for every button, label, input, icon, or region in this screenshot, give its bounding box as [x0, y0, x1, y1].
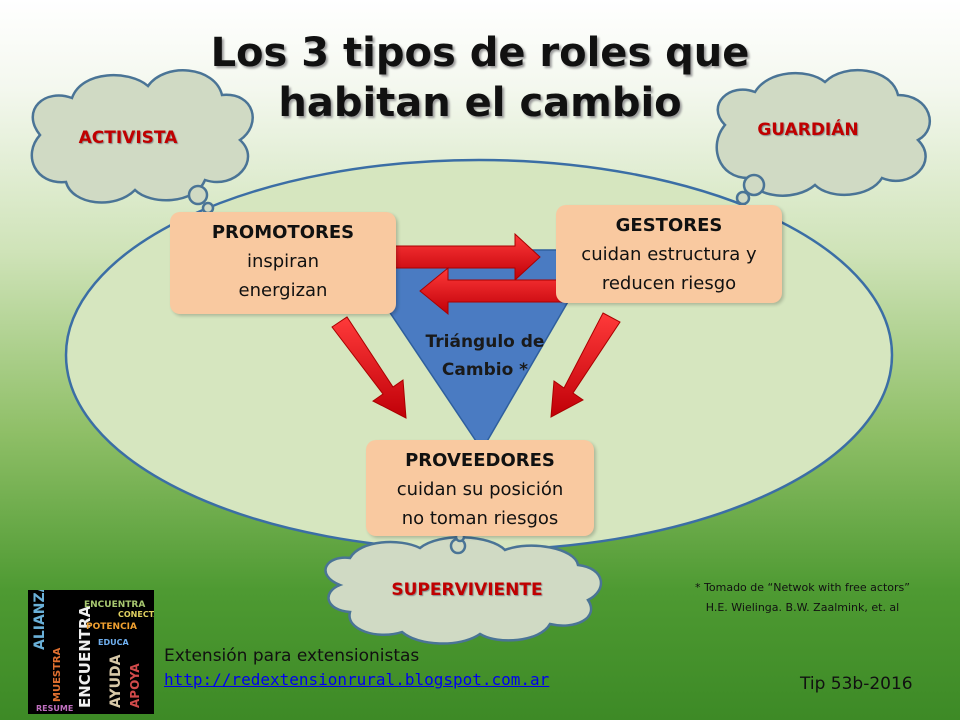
cloud-guardian [715, 69, 931, 206]
arrow-gestores-to-promotores [419, 266, 567, 316]
triangle-label: Triángulo de Cambio * [400, 328, 570, 384]
cloud-label-superviviente: SUPERVIVIENTE [391, 580, 543, 600]
logo-word: MUESTRA [52, 647, 63, 702]
triangle-label-line-2: Cambio * [441, 360, 529, 380]
cloud-label-activista: ACTIVISTA [78, 128, 178, 148]
source-note: * Tomado de “Netwok with free actors” H.… [660, 578, 945, 618]
gestores-line-2: reducen riesgo [601, 273, 737, 294]
arrow-promotores-to-gestores [393, 232, 541, 282]
triangle-label-line-1: Triángulo de [425, 332, 545, 352]
logo-word: EDUCA [98, 638, 129, 647]
proveedores-heading: PROVEEDORES [405, 450, 555, 471]
box-proveedores: PROVEEDORES cuidan su posición no toman … [366, 440, 594, 536]
arrow-gestores-to-proveedores [550, 312, 621, 418]
logo-word: AYUDA [108, 654, 124, 708]
source-line-1: * Tomado de “Netwok with free actors” [695, 581, 910, 594]
promotores-line-1: inspiran [246, 251, 320, 272]
logo-word: CONECTA [118, 610, 154, 619]
footer-label: Extensión para extensionistas [164, 646, 420, 666]
gestores-heading: GESTORES [615, 215, 723, 236]
logo-word: POTENCIA [86, 622, 137, 632]
title-line-1: Los 3 tipos de roles que [210, 30, 750, 76]
slide-title: Los 3 tipos de roles que habitan el camb… [180, 28, 780, 128]
logo-word: APOYA [128, 663, 142, 708]
proveedores-line-1: cuidan su posición [396, 479, 564, 500]
logo-word: RESUME [36, 704, 74, 713]
word-cloud-logo: ALIANZA ENCUENTRA AYUDA POTENCIA APOYA M… [28, 590, 154, 714]
promotores-line-2: energizan [238, 280, 328, 301]
tip-number: Tip 53b-2016 [800, 674, 913, 694]
gestores-line-1: cuidan estructura y [581, 244, 757, 265]
logo-word: ALIANZA [32, 590, 48, 650]
arrow-promotores-to-proveedores [331, 316, 407, 419]
promotores-heading: PROMOTORES [211, 222, 355, 243]
source-line-2: H.E. Wielinga. B.W. Zaalmink, et. al [705, 601, 900, 614]
cloud-superviviente [324, 531, 603, 645]
title-line-2: habitan el cambio [278, 80, 682, 126]
box-promotores: PROMOTORES inspiran energizan [170, 212, 396, 314]
logo-word: ENCUENTRA [84, 600, 146, 610]
proveedores-line-2: no toman riesgos [401, 508, 559, 529]
cloud-label-guardian: GUARDIÁN [757, 120, 859, 140]
box-gestores: GESTORES cuidan estructura y reducen rie… [556, 205, 782, 303]
footer-blog-link[interactable]: http://redextensionrural.blogspot.com.ar [164, 670, 550, 689]
